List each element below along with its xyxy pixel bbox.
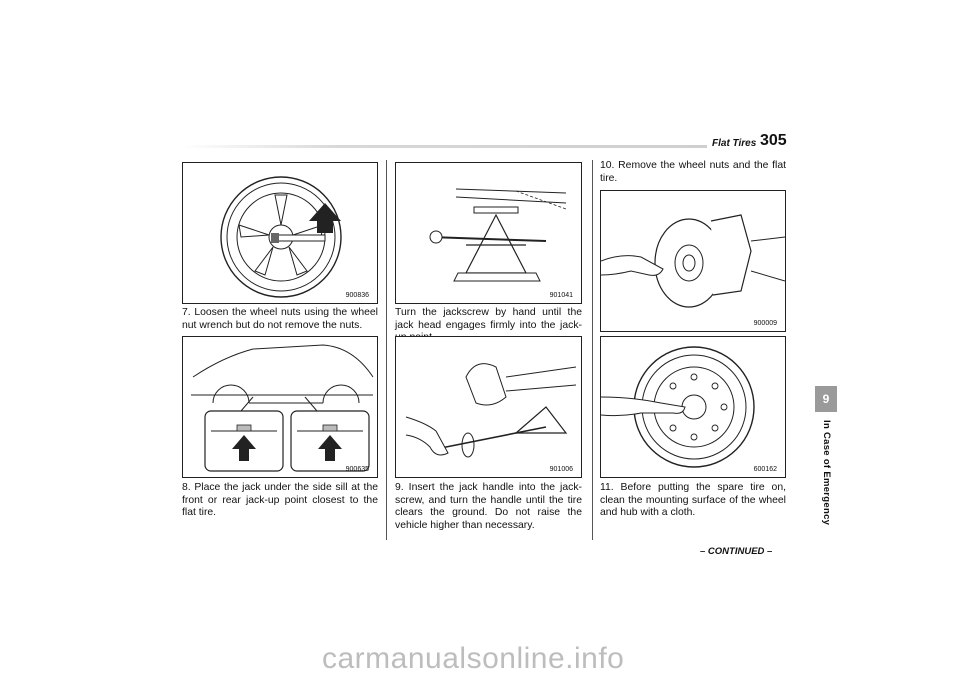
chapter-title-vertical: In Case of Emergency <box>818 420 838 560</box>
figure-jack-engaged: 901041 <box>395 162 582 304</box>
figure-code: 900836 <box>345 292 369 299</box>
step-11-text: 11. Before putting the spare tire on, cl… <box>600 482 786 518</box>
figure-jack-handle: 901006 <box>395 336 582 478</box>
figure-code: 900009 <box>753 320 777 327</box>
column-divider <box>386 160 387 540</box>
jack-handle-illustration <box>405 363 577 458</box>
step-9-text: 9. Insert the jack handle into the jack-… <box>395 482 582 531</box>
brake-rotor-illustration <box>601 214 785 308</box>
watermark: carmanualsonline.info <box>322 642 625 675</box>
header-rule <box>182 145 707 148</box>
figure-code: 600162 <box>753 466 777 473</box>
figure-wheel-wrench: 900836 <box>182 162 378 304</box>
section-title: Flat Tires <box>712 138 757 149</box>
jack-engaged-illustration <box>429 188 567 282</box>
jack-points-illustration <box>191 344 374 472</box>
step-8-text: 8. Place the jack under the side sill at… <box>182 482 378 518</box>
figure-code: 901041 <box>549 292 573 299</box>
figure-brake-rotor: 900009 <box>600 190 786 332</box>
figure-code: 901006 <box>549 466 573 473</box>
chapter-tab: 9 <box>815 386 837 412</box>
wheel-wrench-illustration <box>220 176 342 298</box>
spare-tire-illustration <box>601 346 755 468</box>
figure-code: 900635 <box>345 466 369 473</box>
chapter-title: In Case of Emergency <box>821 420 832 526</box>
step-7-text: 7. Loosen the wheel nuts using the wheel… <box>182 307 378 331</box>
page-number: 305 <box>760 132 787 149</box>
continued-label: – CONTINUED – <box>700 546 773 557</box>
step-10-text: 10. Remove the wheel nuts and the flat t… <box>600 160 786 184</box>
figure-spare-tire: 600162 <box>600 336 786 478</box>
column-divider <box>592 160 593 540</box>
figure-jack-points: 900635 <box>182 336 378 478</box>
